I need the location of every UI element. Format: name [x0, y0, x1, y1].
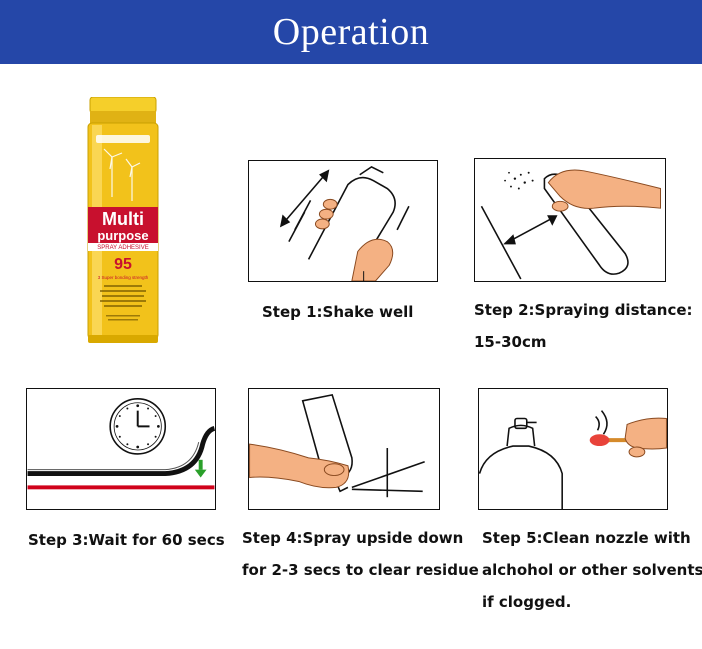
- step-1-caption: Step 1:Shake well: [262, 296, 413, 328]
- step-4-line-1: Step 4:Spray upside down: [242, 529, 464, 547]
- shake-can-drawing: [279, 165, 410, 281]
- step-1-illustration: [248, 160, 438, 282]
- step-2-line-1: Step 2:Spraying distance:: [474, 301, 693, 319]
- step-5-line-1: Step 5:Clean nozzle with: [482, 529, 691, 547]
- step-2-line-2: 15-30cm: [474, 333, 547, 351]
- can-number: 95: [114, 256, 132, 273]
- step-3-illustration: [26, 388, 216, 510]
- step-1-line: Step 1:Shake well: [262, 303, 414, 321]
- step-5-line-3: if clogged.: [482, 593, 572, 611]
- header-banner: Operation: [0, 0, 702, 64]
- can-line3: SPRAY ADHESIVE: [97, 245, 148, 251]
- step-4-caption: Step 4:Spray upside down for 2-3 secs to…: [242, 522, 479, 586]
- can-line1: Multi: [102, 209, 144, 229]
- step-4-line-2: for 2-3 secs to clear residue: [242, 561, 479, 579]
- can-line2: purpose: [97, 228, 148, 243]
- spray-distance-drawing: [480, 169, 662, 280]
- can-tagline: 3 Super bonding strength: [98, 275, 149, 280]
- step-2-caption: Step 2:Spraying distance: 15-30cm: [474, 294, 693, 358]
- spray-can-illustration: Multi purpose SPRAY ADHESIVE 95 3 Super …: [87, 97, 159, 343]
- product-can-image: Multi purpose SPRAY ADHESIVE 95 3 Super …: [84, 97, 162, 349]
- clock-icon: [109, 398, 167, 455]
- clean-nozzle-drawing: [479, 410, 667, 509]
- arrow-down-icon: [194, 459, 207, 478]
- step-3-line: Step 3:Wait for 60 secs: [28, 531, 225, 549]
- step-2-illustration: [474, 158, 666, 282]
- step-5-line-2: alchohol or other solvents: [482, 561, 702, 579]
- page-title: Operation: [272, 11, 430, 53]
- wait-clock-drawing: [27, 398, 215, 490]
- upside-down-spray-drawing: [249, 393, 425, 498]
- step-5-caption: Step 5:Clean nozzle with alchohol or oth…: [482, 522, 702, 618]
- step-3-caption: Step 3:Wait for 60 secs: [28, 524, 225, 556]
- step-4-illustration: [248, 388, 440, 510]
- step-5-illustration: [478, 388, 668, 510]
